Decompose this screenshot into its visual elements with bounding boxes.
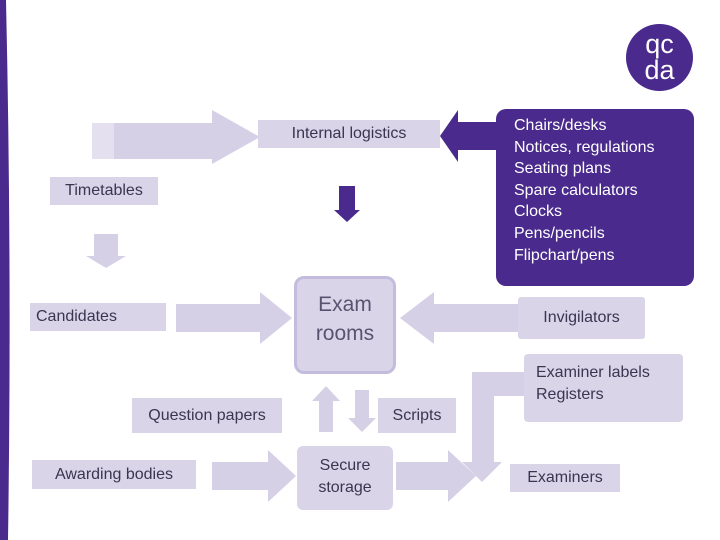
arrow-right-candidates xyxy=(176,292,292,344)
arrow-left-top xyxy=(440,110,498,162)
arrow-down-timetables xyxy=(86,234,126,268)
resource-item: Seating plans xyxy=(514,160,611,178)
scripts-box: Scripts xyxy=(378,398,456,433)
secure-storage-line-2: storage xyxy=(318,479,372,496)
examiner-labels-line-1: Examiner labels xyxy=(536,364,650,381)
logo-text-top: qc xyxy=(645,29,674,59)
arrow-right-top xyxy=(92,110,260,164)
qcda-logo: qc da xyxy=(626,24,693,91)
examiner-labels-line-2: Registers xyxy=(536,386,604,403)
internal-logistics-box: Internal logistics xyxy=(258,120,440,148)
resource-item: Clocks xyxy=(514,203,563,221)
examiner-labels-box: Examiner labels Registers xyxy=(524,354,683,422)
arrow-down-logistics xyxy=(334,186,360,222)
examiners-box: Examiners xyxy=(510,464,620,492)
secure-storage-node: Secure storage xyxy=(297,446,393,510)
arrow-left-invigilators xyxy=(400,292,518,344)
resource-item: Spare calculators xyxy=(514,181,638,199)
resources-list-box: Chairs/desks Notices, regulations Seatin… xyxy=(496,109,694,286)
arrow-right-awarding xyxy=(212,450,296,502)
exam-rooms-line-1: Exam xyxy=(318,293,372,316)
resource-item: Notices, regulations xyxy=(514,138,655,156)
logo-text-bottom: da xyxy=(644,55,675,85)
resource-item: Chairs/desks xyxy=(514,117,607,134)
invigilators-box: Invigilators xyxy=(518,297,645,339)
arrow-down-scripts xyxy=(348,390,376,432)
resource-item: Pens/pencils xyxy=(514,224,605,242)
arrow-up-question-papers xyxy=(312,386,340,432)
candidates-box: Candidates xyxy=(30,303,166,331)
resource-item: Flipchart/pens xyxy=(514,246,615,264)
exam-rooms-line-2: rooms xyxy=(315,322,375,345)
exam-rooms-node: Exam rooms xyxy=(294,276,396,374)
arrow-right-storage xyxy=(396,450,476,502)
question-papers-box: Question papers xyxy=(132,398,282,433)
timetables-box: Timetables xyxy=(50,177,158,205)
awarding-bodies-box: Awarding bodies xyxy=(32,460,196,489)
left-decorative-band xyxy=(0,0,10,540)
secure-storage-line-1: Secure xyxy=(319,457,371,474)
arrow-bent-examiner xyxy=(462,372,526,482)
